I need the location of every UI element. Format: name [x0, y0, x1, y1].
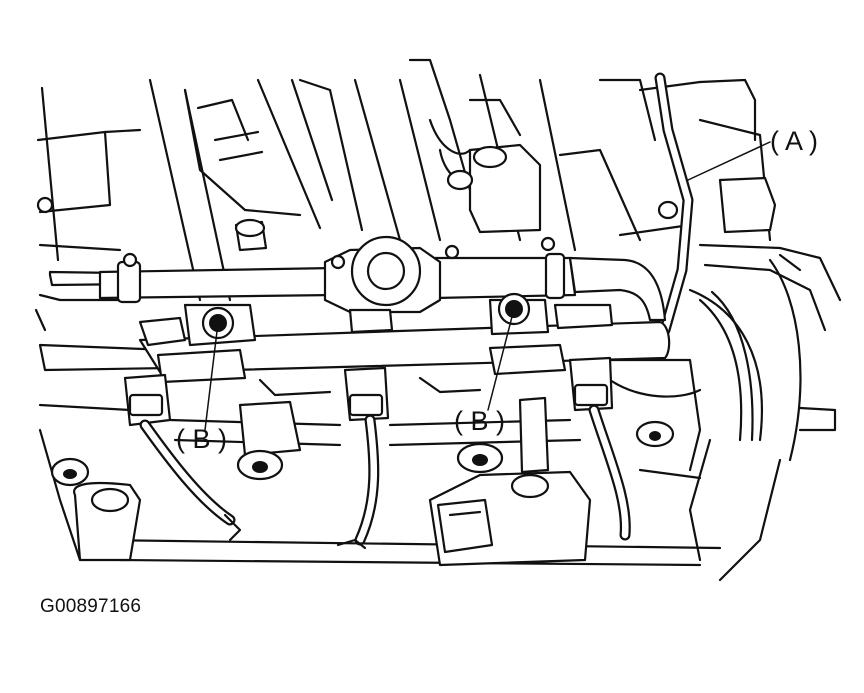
hose-a — [654, 72, 694, 336]
callout-a: ( A ) — [770, 126, 818, 156]
callout-b-right: ( B ) — [454, 406, 505, 436]
fuel-delivery-pipe — [48, 235, 667, 322]
callout-b-left: ( B ) — [176, 424, 227, 454]
fuel-injector-rail — [38, 298, 671, 384]
transmission-housing — [598, 243, 842, 582]
engine-block-outline — [34, 58, 777, 332]
intake-lower-manifold — [38, 376, 722, 567]
figure-id-label: G00897166 — [40, 596, 142, 617]
injector-connectors — [123, 356, 631, 550]
leader-lines — [204, 141, 771, 431]
